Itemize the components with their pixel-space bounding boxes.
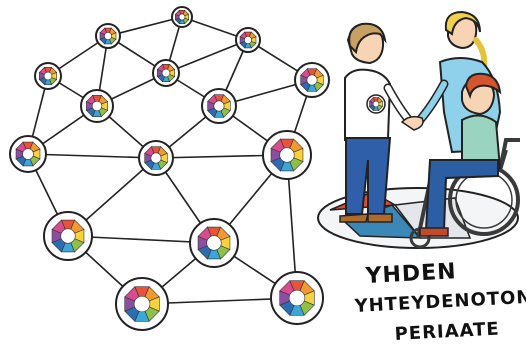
wheel-center [133, 295, 151, 313]
wheel-center [104, 32, 112, 40]
wheel-center [178, 13, 186, 21]
wheel-center [372, 100, 380, 108]
wheel-center [60, 228, 76, 244]
wheel-center [306, 74, 318, 86]
person-boy-wheelchair-icon [409, 72, 520, 249]
network-edge [27, 153, 157, 159]
network-node-icon [80, 89, 114, 123]
wheel-center [244, 36, 252, 44]
wheel-center [91, 100, 103, 112]
wheel-center [206, 235, 222, 251]
wheel-center [213, 100, 225, 112]
wheel-center [161, 68, 171, 78]
wheel-center [22, 148, 34, 160]
wheel-center [43, 71, 53, 81]
wheel-center [288, 289, 306, 307]
caption-line-1: YHDEN [364, 259, 457, 289]
network-node-icon [189, 218, 239, 268]
wheel-center [279, 147, 295, 163]
network-node-icon [34, 62, 62, 90]
caption-line-2: YHTEYDENOTON [353, 287, 526, 317]
person-woman-icon [339, 22, 417, 223]
network-node-icon [115, 277, 169, 331]
network-node-icon [201, 88, 237, 124]
network-node-icon [270, 271, 324, 325]
network-node-icon [294, 62, 330, 98]
network-node-icon [171, 6, 193, 28]
network-node-icon [43, 211, 93, 261]
network-node-icon [9, 135, 47, 173]
badge-wheel-icon [369, 97, 383, 111]
network-edge [165, 39, 249, 74]
wheel-center [150, 152, 162, 164]
network-node-icon [152, 59, 180, 87]
network-node-icon [262, 130, 312, 180]
caption-block: YHDEN YHTEYDENOTON PERIAATE [353, 259, 526, 345]
network-node-icon [138, 140, 174, 176]
network-node-icon [235, 27, 261, 53]
network-node-icon [95, 23, 121, 49]
network-nodes [9, 6, 330, 331]
caption-line-3: PERIAATE [394, 319, 500, 345]
